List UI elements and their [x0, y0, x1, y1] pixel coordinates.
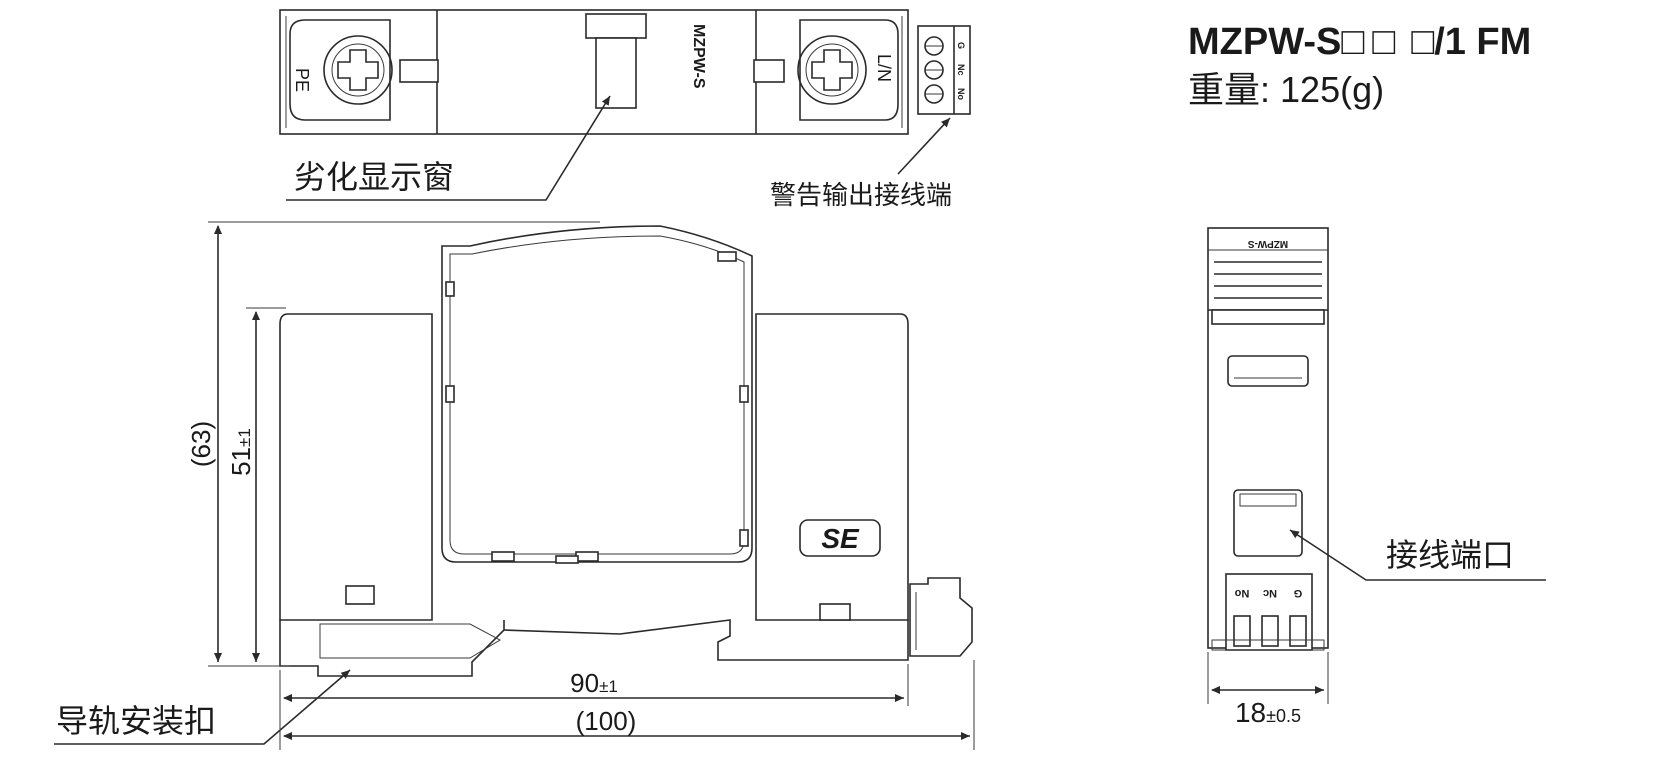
degradation-window-label: 劣化显示窗 — [294, 159, 454, 195]
alarm-output-label: 警告输出接线端 — [770, 180, 952, 210]
side-terminal-no: No — [1234, 587, 1249, 599]
side-terminal-block — [1225, 573, 1313, 651]
top-terminal-nc: Nc — [956, 64, 966, 76]
front-view: SE — [279, 225, 973, 677]
height-body-label: 51±1 — [226, 428, 256, 476]
model-title: MZPW-S□□□/1 FM 重量: 125(g) — [1188, 21, 1531, 110]
callout-alarm-output: 警告输出接线端 — [770, 117, 952, 210]
pe-label: PE — [292, 68, 312, 92]
side-view: MZPW-S No Nc G — [1207, 227, 1329, 651]
dim-width-overall: (100) — [283, 660, 975, 750]
side-terminal-g: G — [1294, 587, 1303, 599]
weight-text: 重量: 125(g) — [1188, 69, 1384, 110]
callout-wiring-port: 接线端口 — [1289, 529, 1546, 581]
top-terminal-g: G — [956, 42, 966, 49]
depth-label: 18±0.5 — [1235, 697, 1301, 728]
dim-width-body: 90±1 — [279, 664, 909, 750]
dim-depth: 18±0.5 — [1207, 652, 1329, 728]
logo-text: SE — [821, 523, 860, 554]
top-view: PE MZPW-S L/N G Nc No — [279, 9, 971, 135]
wiring-port-label: 接线端口 — [1386, 537, 1514, 573]
callout-din-clip: 导轨安装扣 — [54, 669, 351, 745]
callout-degradation-window: 劣化显示窗 — [286, 95, 611, 201]
pe-screw-icon — [289, 19, 393, 121]
side-terminal-nc: Nc — [1263, 587, 1277, 599]
ln-label: L/N — [874, 54, 894, 82]
model-name: MZPW-S□□□/1 FM — [1188, 21, 1531, 63]
height-overall-label: (63) — [186, 421, 216, 467]
side-model-text: MZPW-S — [1248, 238, 1289, 249]
alarm-terminal-block — [917, 25, 971, 115]
din-clip-label: 导轨安装扣 — [56, 703, 216, 739]
width-overall-label: (100) — [576, 706, 637, 736]
dim-height-body: 51±1 — [226, 307, 286, 662]
se-logo-icon: SE — [799, 519, 881, 557]
top-terminal-no: No — [956, 88, 966, 100]
width-body-label: 90±1 — [570, 668, 618, 698]
dim-height-overall: (63) — [186, 221, 600, 667]
ln-screw-icon — [797, 19, 899, 121]
top-model-text: MZPW-S — [690, 24, 707, 89]
